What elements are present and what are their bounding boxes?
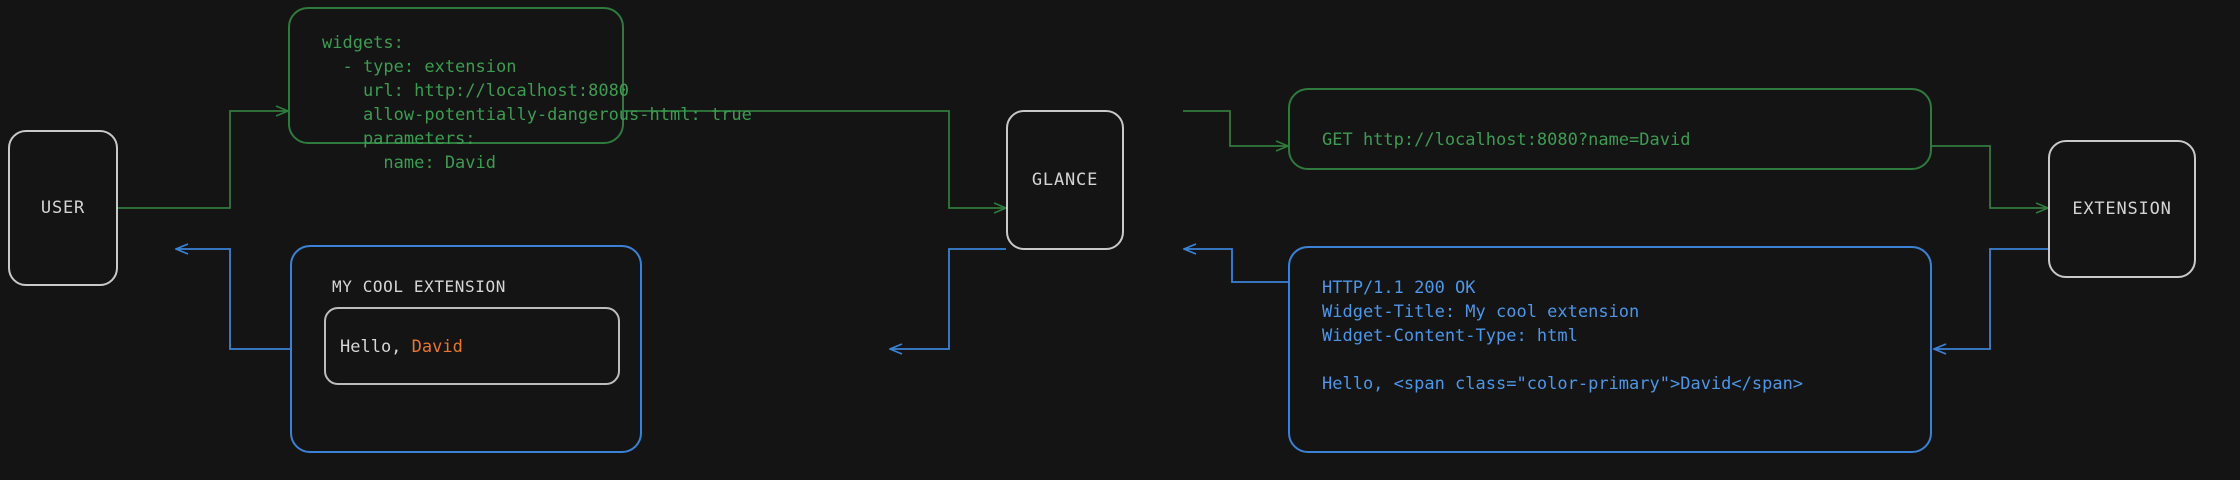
edge-user-to-config xyxy=(118,111,288,209)
edge-config-to-glance xyxy=(624,110,1006,208)
node-extension-label: EXTENSION xyxy=(2072,199,2172,219)
http-response-text: HTTP/1.1 200 OK Widget-Title: My cool ex… xyxy=(1322,278,1804,394)
edge-response-to-glance xyxy=(1184,249,1288,283)
edge-widget-to-user xyxy=(176,249,290,350)
widget-body: Hello, David xyxy=(324,307,620,385)
edge-glance-to-widget xyxy=(890,248,1006,349)
edge-glance-to-request xyxy=(1183,110,1288,146)
edge-request-to-extension xyxy=(1932,145,2048,208)
panel-http-request: GET http://localhost:8080?name=David xyxy=(1288,88,1932,170)
node-user[interactable]: USER xyxy=(8,130,118,286)
widget-greeting-name: David xyxy=(411,337,463,357)
node-extension[interactable]: EXTENSION xyxy=(2048,140,2196,278)
http-request-text: GET http://localhost:8080?name=David xyxy=(1322,130,1691,150)
panel-yaml-config: widgets: - type: extension url: http://l… xyxy=(288,7,752,173)
yaml-config-text: widgets: - type: extension url: http://l… xyxy=(322,33,752,173)
widget-greeting: Hello, David xyxy=(340,337,463,357)
node-glance-label: GLANCE xyxy=(1031,170,1099,190)
node-glance[interactable]: GLANCE xyxy=(1006,110,1124,250)
widget-greeting-prefix: Hello, xyxy=(340,337,412,357)
node-user-label: USER xyxy=(40,198,86,218)
widget-title: MY COOL EXTENSION xyxy=(332,277,506,296)
panel-http-response: HTTP/1.1 200 OK Widget-Title: My cool ex… xyxy=(1288,246,1932,453)
panel-rendered-widget: MY COOL EXTENSION Hello, David xyxy=(290,245,642,453)
edge-extension-to-response xyxy=(1934,248,2048,349)
